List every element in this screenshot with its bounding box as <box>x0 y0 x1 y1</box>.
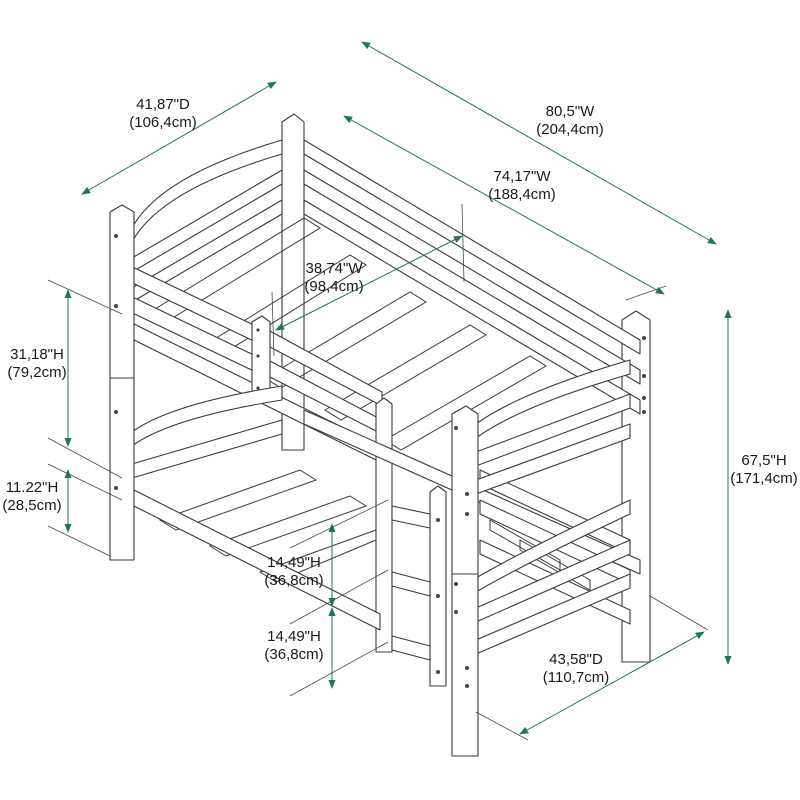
inner-width-label: 74,17"W (188,4cm) <box>472 168 572 204</box>
front-right-post <box>451 405 479 757</box>
inner-width-arrow <box>343 115 665 295</box>
ladder-step-lower-imperial: 14,49"H <box>267 628 321 645</box>
floor-clearance-imperial: 11.22"H <box>5 479 59 496</box>
ladder-step-upper-imperial: 14,49"H <box>267 554 321 571</box>
bottom-headboard <box>131 385 283 479</box>
bottom-depth-imperial: 43,58"D <box>549 651 603 668</box>
overall-height-metric: (171,4cm) <box>730 470 798 487</box>
guard-rail-post <box>251 315 271 393</box>
ladder <box>391 485 447 687</box>
overall-width-metric: (204,4cm) <box>536 121 604 138</box>
bolt-holes <box>114 234 646 688</box>
ladder-rung-2 <box>391 571 431 597</box>
mattress-width-arrow <box>275 235 463 331</box>
ladder-step-upper-metric: (36,8cm) <box>264 572 324 589</box>
floor-clearance-label: 11.22"H (28,5cm) <box>0 479 64 515</box>
bottom-depth-arrow <box>519 631 705 735</box>
bottom-front-side-rail <box>121 483 381 631</box>
bottom-bunk-slats <box>158 469 591 591</box>
bunk-clearance-imperial: 31,18"H <box>10 346 64 363</box>
ladder-step-lower-label: 14,49"H (36,8cm) <box>256 628 332 664</box>
overall-height-label: 67,5"H (171,4cm) <box>726 452 800 488</box>
ladder-rung-3 <box>391 635 431 661</box>
inner-width-metric: (188,4cm) <box>488 186 556 203</box>
overall-height-imperial: 67,5"H <box>741 452 787 469</box>
top-depth-label: 41,87"D (106,4cm) <box>113 96 213 132</box>
overall-width-imperial: 80,5"W <box>545 103 595 120</box>
top-depth-arrow <box>81 81 277 195</box>
ladder-rail <box>429 485 447 687</box>
ladder-step-lower-metric: (36,8cm) <box>264 646 324 663</box>
bunk-clearance-metric: (79,2cm) <box>7 364 67 381</box>
mattress-width-imperial: 38,74"W <box>305 260 363 277</box>
dimension-lines <box>47 41 732 741</box>
inner-width-imperial: 74,17"W <box>493 168 551 185</box>
bottom-depth-label: 43,58"D (110,7cm) <box>526 651 626 687</box>
bottom-depth-metric: (110,7cm) <box>542 669 610 686</box>
mattress-width-label: 38,74"W (98,4cm) <box>284 260 384 296</box>
floor-clearance-metric: (28,5cm) <box>2 497 62 514</box>
top-depth-metric: (106,4cm) <box>129 114 197 131</box>
foot-rails <box>475 359 631 655</box>
front-left-post <box>109 204 135 561</box>
overall-width-label: 80,5"W (204,4cm) <box>520 103 620 139</box>
mattress-width-metric: (98,4cm) <box>304 278 364 295</box>
ladder-step-upper-label: 14,49"H (36,8cm) <box>256 554 332 590</box>
ladder-rung-1 <box>391 505 431 529</box>
top-depth-imperial: 41,87"D <box>136 96 190 113</box>
bunk-clearance-label: 31,18"H (79,2cm) <box>0 346 74 382</box>
